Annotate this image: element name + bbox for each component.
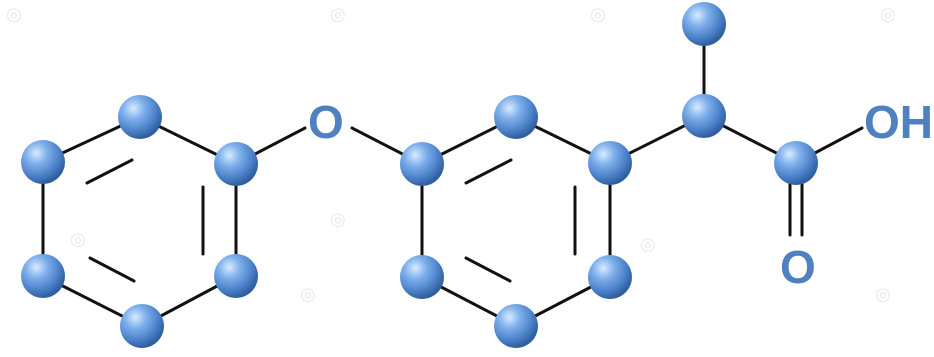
carbon-atom (774, 141, 818, 185)
carbon-atom (494, 304, 538, 348)
svg-text:◎: ◎ (6, 4, 22, 24)
svg-text:◎: ◎ (330, 209, 346, 229)
hydroxyl-label: OH (864, 96, 933, 148)
svg-text:◎: ◎ (300, 284, 316, 304)
atom-layer (21, 2, 818, 348)
double-bond-inner (88, 256, 136, 283)
carbonyl-oxygen-label: O (780, 241, 816, 293)
carbon-atom (400, 142, 444, 186)
carbon-atom (400, 255, 444, 299)
carbon-atom (118, 95, 162, 139)
svg-text:◎: ◎ (875, 284, 891, 304)
double-bond-inner (85, 158, 134, 185)
carbon-atom (214, 142, 258, 186)
double-bond-inner (464, 158, 513, 185)
svg-text:◎: ◎ (640, 234, 656, 254)
carbon-atom (682, 2, 726, 46)
double-bond-inner (464, 256, 512, 283)
svg-text:◎: ◎ (880, 4, 896, 24)
ether-oxygen-label: O (308, 96, 344, 148)
carbon-atom (214, 254, 258, 298)
bond-layer (41, 22, 864, 328)
label-layer: O OH O (308, 96, 933, 293)
carbon-atom (682, 94, 726, 138)
carbon-atom (21, 140, 65, 184)
svg-text:◎: ◎ (70, 229, 86, 249)
svg-text:◎: ◎ (590, 4, 606, 24)
svg-text:◎: ◎ (330, 4, 346, 24)
watermark-layer: ◎ ◎ ◎ ◎ ◎ ◎ ◎ ◎ ◎ (6, 4, 896, 304)
carbon-atom (21, 254, 65, 298)
carbon-atom (120, 304, 164, 348)
carbon-atom (494, 95, 538, 139)
carbon-atom (588, 255, 632, 299)
carbon-atom (588, 141, 632, 185)
